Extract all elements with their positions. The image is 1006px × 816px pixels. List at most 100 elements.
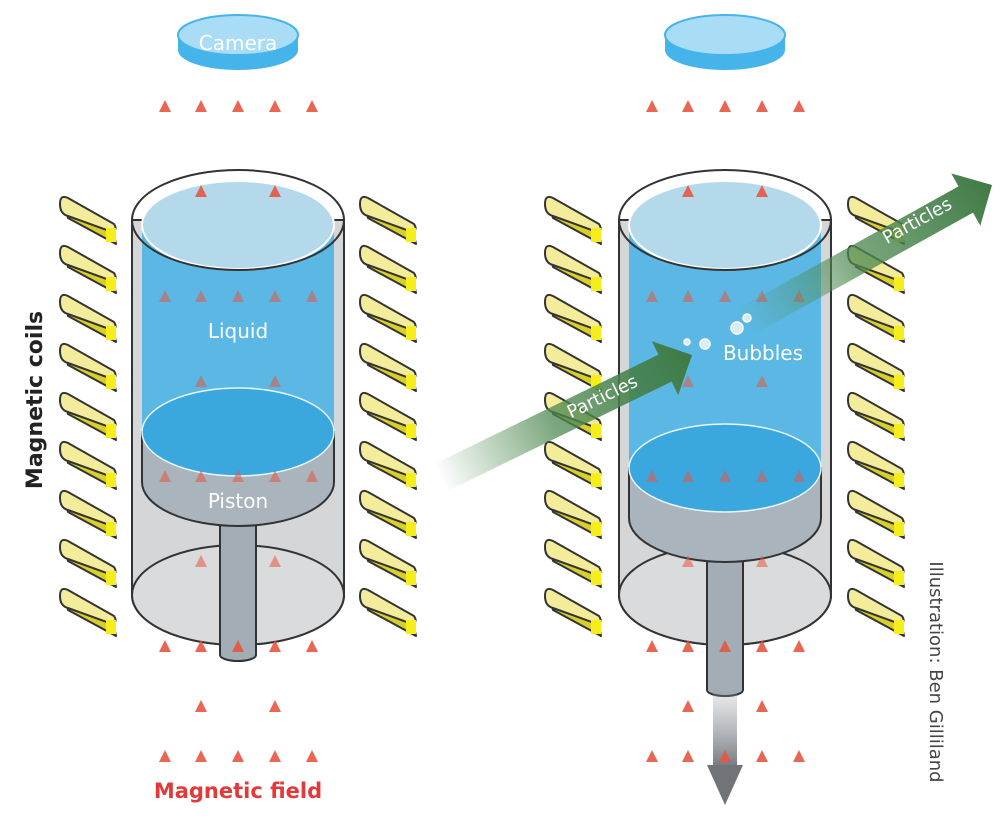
field-arrowhead bbox=[195, 700, 207, 712]
apparatus-expanded bbox=[618, 14, 832, 805]
coil bbox=[58, 440, 117, 490]
field-arrowhead bbox=[756, 700, 768, 712]
field-arrowhead bbox=[719, 290, 731, 302]
field-arrowhead bbox=[682, 750, 694, 762]
coil-end bbox=[406, 326, 416, 340]
bubbles-label: Bubbles bbox=[723, 341, 803, 365]
field-arrowhead bbox=[195, 185, 207, 197]
particle-arrow-shape bbox=[433, 341, 693, 492]
coil-end bbox=[591, 473, 601, 487]
liquid-label: Liquid bbox=[208, 319, 268, 343]
coil-end bbox=[106, 326, 116, 340]
coil bbox=[358, 587, 417, 637]
field-arrowhead bbox=[682, 640, 694, 652]
field-arrowhead bbox=[232, 640, 244, 652]
coil-end bbox=[406, 228, 416, 242]
coil bbox=[58, 587, 117, 637]
camera-lens bbox=[664, 14, 786, 56]
field-arrowhead bbox=[793, 100, 805, 112]
coil bbox=[543, 440, 602, 490]
coil bbox=[543, 587, 602, 637]
field-arrowhead bbox=[269, 640, 281, 652]
coil-end bbox=[106, 375, 116, 389]
coil bbox=[846, 391, 905, 441]
field-arrowhead bbox=[682, 375, 694, 387]
coil-end bbox=[106, 522, 116, 536]
coil-end bbox=[894, 326, 904, 340]
coil bbox=[58, 244, 117, 294]
coil bbox=[358, 391, 417, 441]
coil bbox=[358, 440, 417, 490]
coil bbox=[58, 391, 117, 441]
bubble bbox=[730, 321, 744, 335]
credit-label: Illustration: Ben Gilliland bbox=[925, 561, 946, 782]
field-arrowhead bbox=[646, 640, 658, 652]
coil bbox=[58, 342, 117, 392]
coil bbox=[543, 195, 602, 245]
coil bbox=[846, 538, 905, 588]
field-arrowhead bbox=[646, 100, 658, 112]
field-arrowhead bbox=[195, 555, 207, 567]
coil bbox=[358, 342, 417, 392]
field-arrowhead bbox=[232, 100, 244, 112]
field-arrowhead bbox=[682, 100, 694, 112]
coil bbox=[543, 293, 602, 343]
coil bbox=[543, 538, 602, 588]
coil bbox=[846, 440, 905, 490]
coil-end bbox=[894, 375, 904, 389]
field-arrowhead bbox=[159, 470, 171, 482]
coil bbox=[846, 489, 905, 539]
coil bbox=[358, 538, 417, 588]
coil bbox=[358, 244, 417, 294]
field-arrowhead bbox=[269, 185, 281, 197]
field-arrowhead bbox=[195, 290, 207, 302]
coil-end bbox=[406, 571, 416, 585]
coil bbox=[58, 195, 117, 245]
field-arrowhead bbox=[793, 750, 805, 762]
coil bbox=[543, 244, 602, 294]
camera bbox=[664, 14, 786, 70]
field-arrowhead bbox=[682, 470, 694, 482]
camera-label: Camera bbox=[199, 31, 278, 55]
coil-end bbox=[406, 522, 416, 536]
coil-end bbox=[591, 571, 601, 585]
coil-end bbox=[406, 620, 416, 634]
camera-lens bbox=[177, 14, 299, 56]
field-arrowhead bbox=[195, 375, 207, 387]
field-arrowhead bbox=[269, 470, 281, 482]
field-arrowhead bbox=[719, 100, 731, 112]
field-arrowhead bbox=[682, 700, 694, 712]
field-arrowhead bbox=[269, 290, 281, 302]
field-arrowhead bbox=[682, 290, 694, 302]
field-arrowhead bbox=[682, 555, 694, 567]
field-arrowhead bbox=[682, 185, 694, 197]
coil-end bbox=[894, 620, 904, 634]
field-arrowhead bbox=[269, 375, 281, 387]
piston-label: Piston bbox=[208, 489, 268, 513]
coil bbox=[846, 293, 905, 343]
magnetic-field-label: Magnetic field bbox=[154, 779, 322, 803]
field-arrowhead bbox=[232, 750, 244, 762]
coil bbox=[358, 195, 417, 245]
coil-end bbox=[591, 375, 601, 389]
coil bbox=[58, 489, 117, 539]
coil bbox=[358, 489, 417, 539]
coil bbox=[846, 587, 905, 637]
field-arrowhead bbox=[159, 750, 171, 762]
coil-end bbox=[591, 228, 601, 242]
field-arrowhead bbox=[306, 100, 318, 112]
field-arrowhead bbox=[719, 750, 731, 762]
field-arrowhead bbox=[756, 375, 768, 387]
coil bbox=[543, 489, 602, 539]
bubble bbox=[699, 338, 711, 350]
coil bbox=[58, 538, 117, 588]
coil-end bbox=[106, 620, 116, 634]
field-arrowhead bbox=[159, 640, 171, 652]
field-arrowhead bbox=[646, 470, 658, 482]
coil-end bbox=[894, 522, 904, 536]
coil-end bbox=[591, 620, 601, 634]
field-arrowhead bbox=[269, 750, 281, 762]
coil-end bbox=[106, 424, 116, 438]
field-arrowhead bbox=[719, 640, 731, 652]
